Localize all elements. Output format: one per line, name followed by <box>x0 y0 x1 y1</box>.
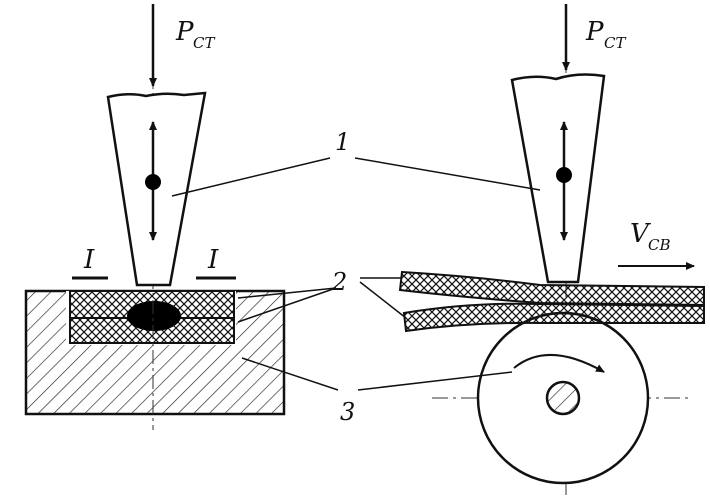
weld-nugget <box>127 301 181 331</box>
force-label-right: P <box>585 17 604 47</box>
callout-1: 1 <box>335 128 350 156</box>
force-label-left: P <box>175 17 194 47</box>
callout-3: 3 <box>340 398 355 426</box>
vibration-arrow-icon <box>556 121 572 241</box>
roller-shaft <box>545 380 581 416</box>
lower-strip <box>402 302 705 333</box>
callout-2: 2 <box>331 268 347 296</box>
force-sub-left: СТ <box>193 34 215 52</box>
section-label-right: I <box>207 245 219 275</box>
vibration-arrow-icon <box>145 121 161 241</box>
right-view <box>398 4 705 495</box>
leader-lines <box>171 157 541 391</box>
left-view <box>24 4 286 430</box>
section-label-left: I <box>83 245 95 275</box>
velocity-sub: СВ <box>648 236 671 254</box>
rotation-arrow-icon <box>513 353 605 373</box>
force-sub-right: СТ <box>604 34 626 52</box>
velocity-label: V <box>630 219 651 249</box>
